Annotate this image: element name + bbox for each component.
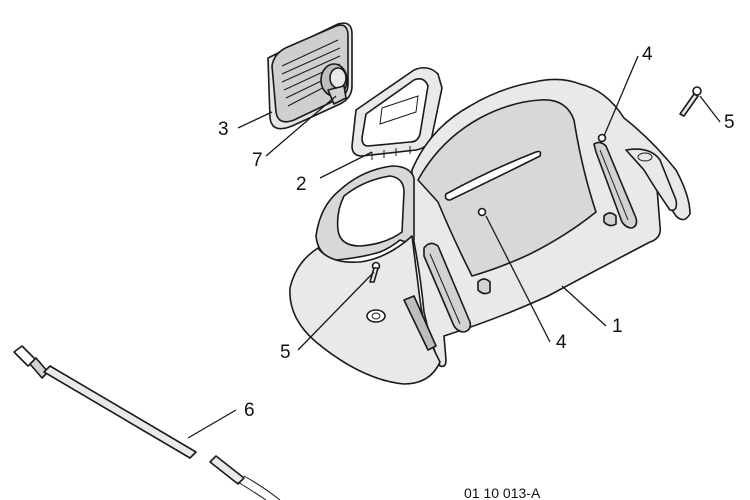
callout-1: 1: [612, 316, 623, 337]
callout-4-right: 4: [642, 44, 653, 65]
screw-center: [477, 207, 487, 217]
leader-lines: [187, 55, 721, 439]
callout-5-left: 5: [280, 342, 291, 363]
callout-4-center: 4: [556, 332, 567, 353]
callout-7: 7: [252, 150, 263, 171]
bolt-left: [369, 261, 381, 283]
callout-3: 3: [218, 119, 229, 140]
callout-5-right: 5: [724, 112, 735, 133]
bulb: [320, 63, 348, 105]
wiring-harness: [13, 345, 281, 500]
bolt-right: [679, 86, 702, 117]
headlight-bezel: [351, 66, 443, 160]
callout-6: 6: [244, 400, 255, 421]
headlight-housing: [267, 22, 353, 130]
callout-2: 2: [296, 174, 307, 195]
hood-left-pod: [289, 165, 472, 385]
screw-right: [597, 133, 607, 143]
drawing-code: 01 10 013-A: [464, 485, 541, 500]
hood-body: [411, 78, 691, 368]
